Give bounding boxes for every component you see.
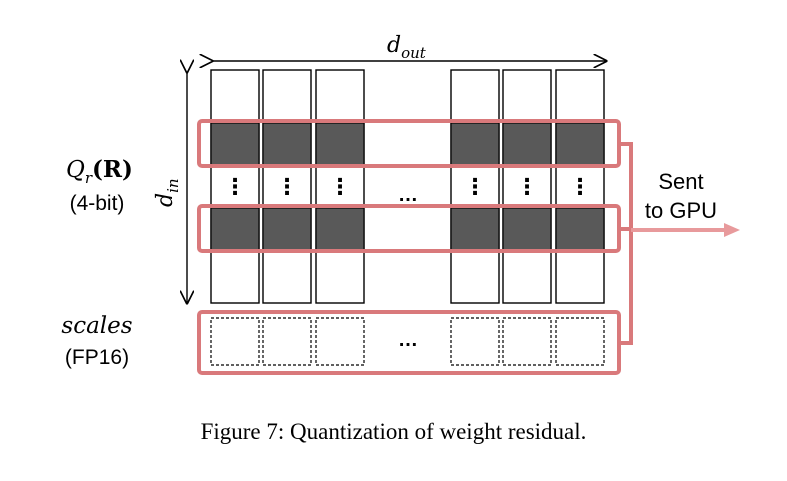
d-out-label: dout [387,33,427,62]
scales-cells [210,317,605,366]
qr-bits-label: (4-bit) [70,192,125,215]
scales-precision-label: (FP16) [65,346,129,369]
vdots: ⋮ [224,174,246,199]
sent-arrow-head [724,223,740,237]
gpu-bracket [619,142,633,345]
scales-label: scales [61,313,132,339]
d-in-label: din [153,178,182,207]
hdots: … [398,184,418,206]
hdots: … [398,329,418,351]
vdots: ⋮ [464,174,486,199]
sent-label-line2: to GPU [645,198,717,223]
vdots: ⋮ [569,174,591,199]
vdots: ⋮ [516,174,538,199]
qr-label: Qr(R) [66,156,133,187]
vdots: ⋮ [276,174,298,199]
sent-label-line1: Sent [658,169,703,194]
figure-caption: Figure 7: Quantization of weight residua… [200,419,587,444]
weight-columns [210,69,605,304]
vdots: ⋮ [329,174,351,199]
